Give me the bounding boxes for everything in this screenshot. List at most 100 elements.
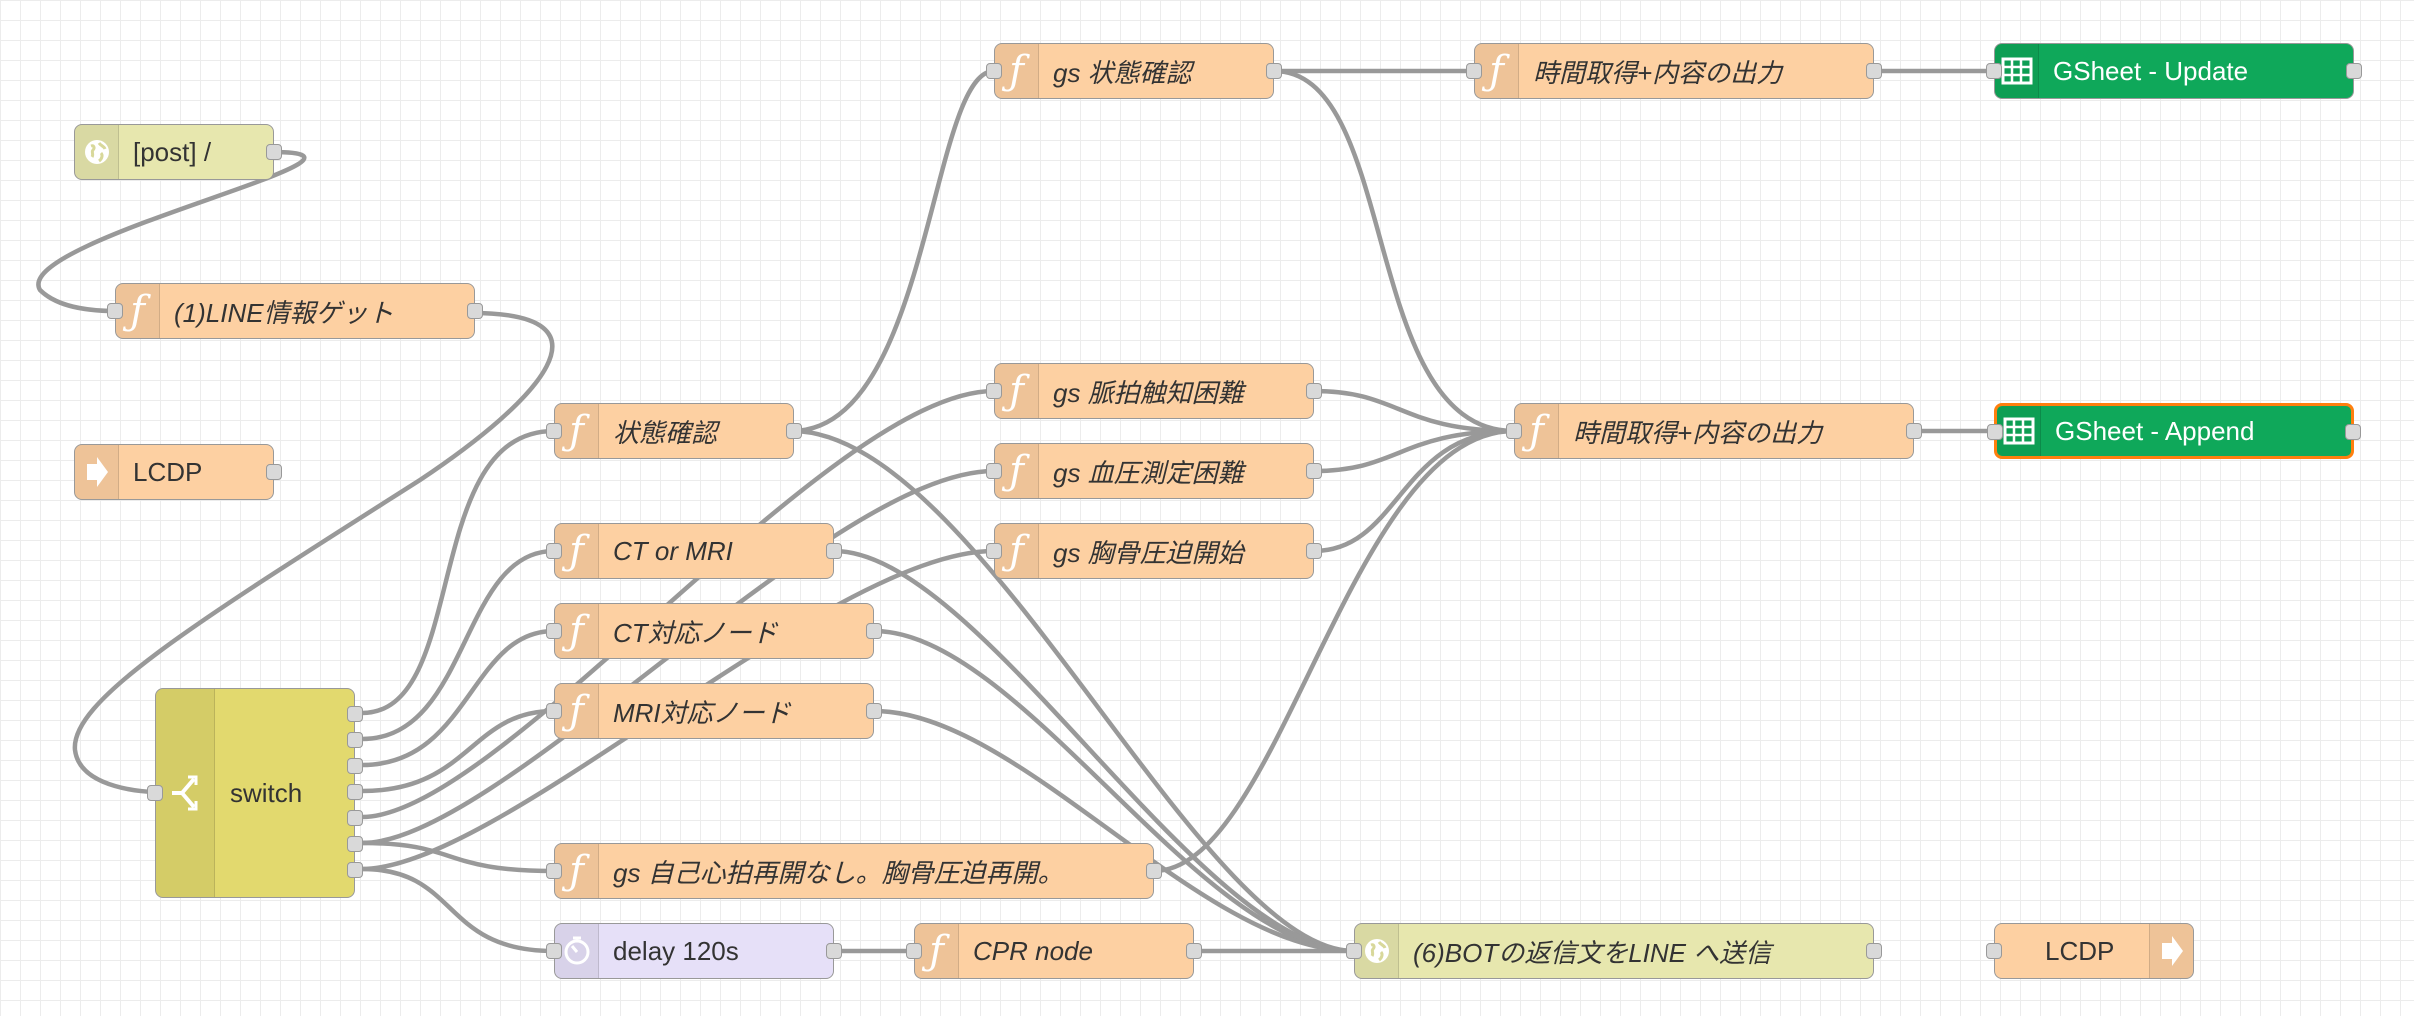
input-port[interactable] [546,623,562,639]
switch-node[interactable]: switch [147,688,363,898]
function-node[interactable]: ƒ CPR node [906,923,1202,979]
output-port[interactable] [2346,63,2362,79]
output-port[interactable] [1866,943,1882,959]
output-port[interactable] [347,784,363,800]
output-port[interactable] [2345,424,2361,440]
function-node[interactable]: ƒ MRI対応ノード [546,683,882,739]
function-node[interactable]: ƒ CT or MRI [546,523,842,579]
function-node[interactable]: ƒ gs 状態確認 [986,43,1282,99]
node-label: gs 状態確認 [1053,57,1192,88]
wire[interactable] [1273,68,1515,434]
input-port[interactable] [546,943,562,959]
function-node[interactable]: ƒ gs 脈拍触知困難 [986,363,1322,419]
function-node[interactable]: ƒ 状態確認 [546,403,802,459]
wire[interactable] [361,866,555,954]
wire[interactable] [1313,428,1515,554]
output-port[interactable] [1146,863,1162,879]
input-port[interactable] [986,383,1002,399]
wire[interactable] [873,708,1355,954]
http-in-node[interactable]: [post] / [74,124,282,180]
output-port[interactable] [347,758,363,774]
function-node[interactable]: ƒ CT対応ノード [546,603,882,659]
output-port[interactable] [786,423,802,439]
globe-icon [1355,924,1399,978]
output-port[interactable] [1866,63,1882,79]
node-label: 時間取得+内容の出力 [1573,417,1823,448]
gsheet-node[interactable]: GSheet - Append [1987,403,2361,459]
input-port[interactable] [546,863,562,879]
input-port[interactable] [1346,943,1362,959]
output-port[interactable] [1306,463,1322,479]
input-port[interactable] [906,943,922,959]
node-label: CT or MRI [613,535,733,566]
link-in-node[interactable]: LCDP [74,444,282,500]
output-port[interactable] [347,810,363,826]
function-icon: ƒ [995,364,1039,418]
function-icon: ƒ [555,844,599,898]
input-port[interactable] [1986,943,2002,959]
output-port[interactable] [347,732,363,748]
node-label: LCDP [2045,935,2115,966]
wire[interactable] [1313,388,1515,434]
output-port[interactable] [1266,63,1282,79]
input-port[interactable] [1506,423,1522,439]
wire[interactable] [1313,428,1515,474]
output-port[interactable] [467,303,483,319]
input-port[interactable] [1986,63,2002,79]
wire[interactable] [72,310,555,795]
node-label: [post] / [133,136,212,167]
spreadsheet-icon [1995,44,2039,98]
function-node[interactable]: ƒ (1)LINE情報ゲット [107,283,483,339]
output-port[interactable] [347,706,363,722]
input-port[interactable] [107,303,123,319]
output-port[interactable] [1306,383,1322,399]
input-port[interactable] [147,785,163,801]
gsheet-node[interactable]: GSheet - Update [1986,43,2362,99]
input-port[interactable] [546,703,562,719]
wire[interactable] [1153,428,1515,874]
output-port[interactable] [1906,423,1922,439]
node-label: (1)LINE情報ゲット [174,297,394,328]
function-node[interactable]: ƒ gs 自己心拍再開なし。胸骨圧迫再開。 [546,843,1162,899]
output-port[interactable] [866,703,882,719]
wire[interactable] [361,548,555,742]
wire[interactable] [873,628,1355,954]
output-port[interactable] [866,623,882,639]
wire[interactable] [36,149,307,314]
output-port[interactable] [266,144,282,160]
wire[interactable] [361,840,555,874]
output-port[interactable] [266,464,282,480]
input-port[interactable] [1987,424,2003,440]
wire[interactable] [361,628,555,768]
globe-icon [75,125,119,179]
input-port[interactable] [986,63,1002,79]
node-label: gs 脈拍触知困難 [1053,377,1244,408]
link-arrow-icon [2149,924,2193,978]
delay-node[interactable]: delay 120s [546,923,842,979]
http-response-node[interactable]: (6)BOTの返信文をLINE へ送信 [1346,923,1882,979]
wire[interactable] [361,708,555,794]
output-port[interactable] [826,543,842,559]
function-node[interactable]: ƒ 時間取得+内容の出力 [1506,403,1922,459]
function-node[interactable]: ƒ gs 胸骨圧迫開始 [986,523,1322,579]
function-icon: ƒ [555,684,599,738]
input-port[interactable] [986,543,1002,559]
output-port[interactable] [347,836,363,852]
wire[interactable] [361,428,555,716]
input-port[interactable] [986,463,1002,479]
function-node[interactable]: ƒ 時間取得+内容の出力 [1466,43,1882,99]
input-port[interactable] [546,543,562,559]
function-node[interactable]: ƒ gs 血圧測定困難 [986,443,1322,499]
input-port[interactable] [1466,63,1482,79]
node-label: switch [230,777,303,808]
output-port[interactable] [826,943,842,959]
output-port[interactable] [1306,543,1322,559]
output-port[interactable] [347,862,363,878]
wire[interactable] [833,548,1355,954]
input-port[interactable] [546,423,562,439]
wire[interactable] [791,428,1355,954]
output-port[interactable] [1186,943,1202,959]
link-out-node[interactable]: LCDP [1986,923,2194,979]
wire[interactable] [791,68,995,434]
